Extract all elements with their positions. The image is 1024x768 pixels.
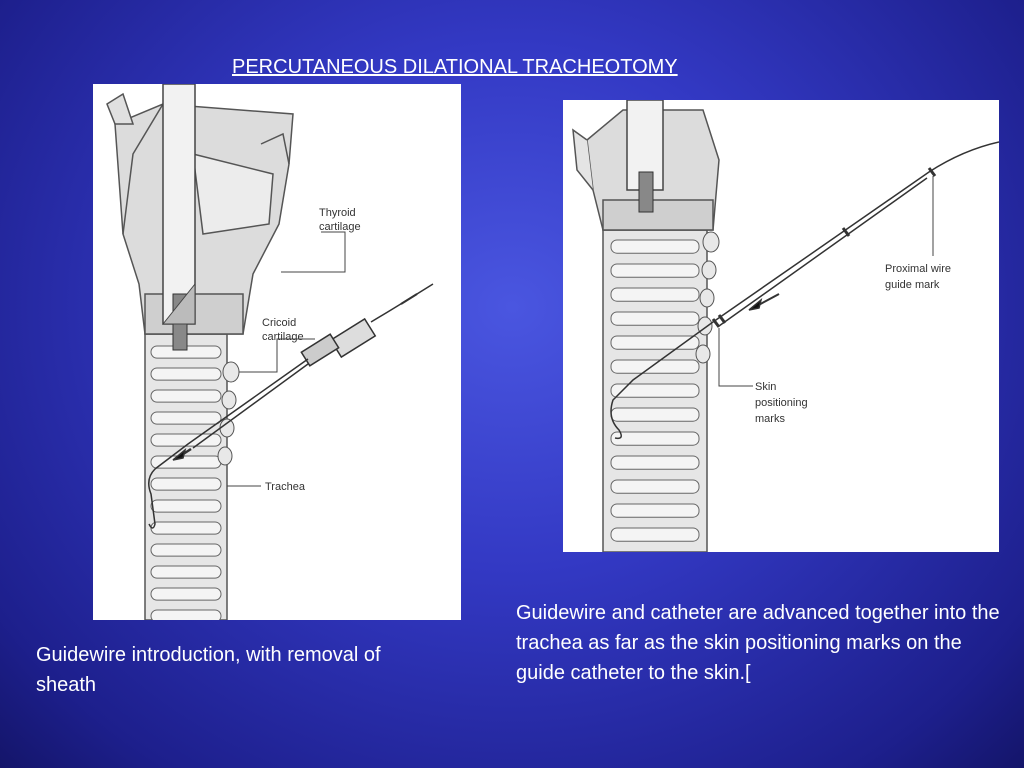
sheath-needle <box>161 84 196 351</box>
tracheal-ring <box>150 565 222 579</box>
slide-title: PERCUTANEOUS DILATIONAL TRACHEOTOMY <box>232 56 678 78</box>
tracheal-ring <box>610 383 700 398</box>
skin-marks-label-line3: marks <box>755 413 785 425</box>
tracheal-ring <box>150 411 222 425</box>
sheath-needle <box>626 100 664 213</box>
catheter-guidewire <box>610 141 999 440</box>
caption-catheter-advancement: Guidewire and catheter are advanced toge… <box>516 602 1000 684</box>
tracheal-ring <box>150 609 222 620</box>
tracheal-ring <box>150 367 222 381</box>
tracheal-ring <box>150 389 222 403</box>
cricoid-label-line2: cartilage <box>262 331 304 343</box>
tracheal-ring <box>610 359 700 374</box>
tracheal-ring <box>150 455 222 469</box>
proximal-wire-label-line1: Proximal wire <box>885 263 951 275</box>
tracheal-ring <box>610 311 700 326</box>
tracheal-ring <box>610 287 700 302</box>
skin-marks-label-line2: positioning <box>755 397 808 409</box>
thyroid-label-line1: Thyroid <box>319 207 356 219</box>
guidewire-syringe <box>148 283 434 529</box>
cricoid-label-line1: Cricoid <box>262 317 296 329</box>
larynx-drawing <box>106 92 294 335</box>
tracheal-ring <box>610 527 700 542</box>
proximal-wire-label-line2: guide mark <box>885 279 940 291</box>
skin-marks-label-line1: Skin <box>755 381 776 393</box>
tracheal-ring <box>610 455 700 470</box>
tracheal-ring <box>610 239 700 254</box>
trachea-drawing <box>144 333 228 620</box>
thyroid-label-line2: cartilage <box>319 221 361 233</box>
tracheal-ring <box>610 503 700 518</box>
tracheal-ring <box>150 477 222 491</box>
tracheal-ring <box>610 407 700 422</box>
tracheal-ring <box>150 521 222 535</box>
tracheal-ring <box>610 479 700 494</box>
tracheal-ring <box>610 335 700 350</box>
catheter-advancement-illustration: Proximal wire guide mark Skin positionin… <box>563 100 999 552</box>
tracheal-ring <box>150 499 222 513</box>
trachea-label: Trachea <box>265 481 306 493</box>
tracheal-ring <box>610 263 700 278</box>
trachea-drawing <box>602 229 708 552</box>
caption-guidewire-introduction: Guidewire introduction, with removal of … <box>36 644 381 696</box>
tracheal-ring <box>150 543 222 557</box>
tracheal-ring <box>150 587 222 601</box>
tracheal-ring <box>610 431 700 446</box>
guidewire-introduction-illustration: Thyroid cartilage Cricoid cartilage Trac… <box>93 84 461 620</box>
